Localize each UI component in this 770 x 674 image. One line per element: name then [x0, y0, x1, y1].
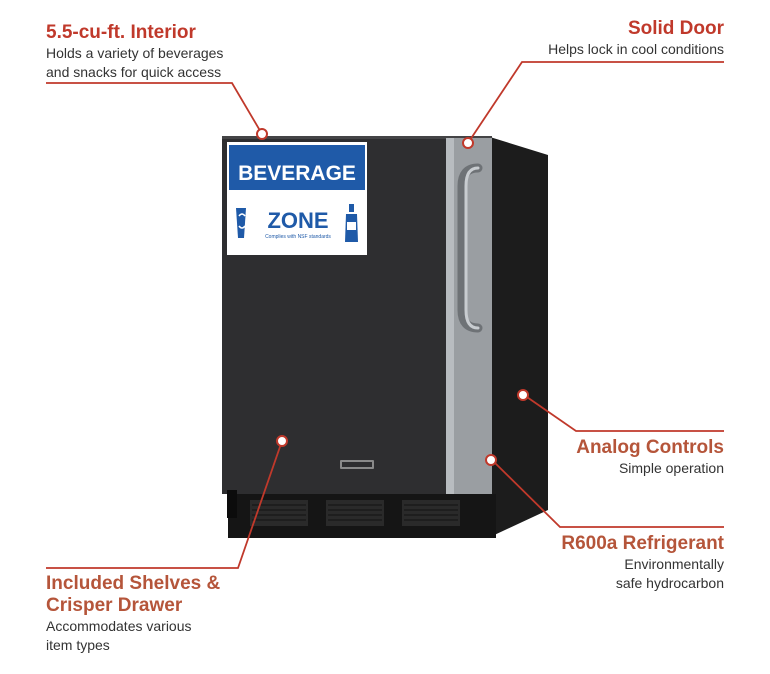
recycle-cup-icon [236, 208, 246, 238]
bottle-icon [345, 204, 358, 242]
callout-interior-subtitle-1: Holds a variety of beverages [46, 45, 224, 61]
callout-markers [256, 128, 529, 466]
grille-slats [252, 504, 458, 521]
leader-controls [523, 394, 724, 432]
marker-refrigerant [485, 454, 497, 466]
fridge-side-panel [490, 137, 548, 537]
handle-bar-shine [464, 166, 480, 330]
callout-shelves-subtitle-1: Accommodates various [46, 618, 192, 634]
callout-door-title: Solid Door [627, 18, 724, 39]
badge-fine-print: Complies with NSF standards [265, 234, 331, 240]
door-top-edge [222, 136, 492, 139]
marker-interior [256, 128, 268, 140]
badge-zone: ZONE [267, 208, 328, 233]
callout-interior: 5.5-cu-ft. Interior Holds a variety of b… [46, 22, 276, 82]
callout-shelves-title-1: Included Shelves & [46, 573, 221, 594]
beverage-zone-badge: BEVERAGE ZONE Complies with NSF standard… [227, 142, 367, 255]
callout-shelves-subtitle-2: item types [46, 637, 110, 653]
ventilation-grille [250, 500, 460, 526]
callout-controls-title: Analog Controls [576, 437, 724, 458]
marker-door [462, 137, 474, 149]
callout-door: Solid Door Helps lock in cool conditions [484, 18, 724, 59]
leader-interior [46, 82, 263, 135]
callout-controls: Analog Controls Simple operation [484, 437, 724, 478]
leader-shelves [46, 440, 283, 569]
callout-controls-subtitle: Simple operation [618, 460, 724, 476]
leader-door [467, 61, 724, 144]
callout-shelves-title-2: Crisper Drawer [46, 595, 183, 616]
callout-interior-title: 5.5-cu-ft. Interior [46, 22, 196, 43]
callout-refrigerant-title: R600a Refrigerant [561, 533, 724, 554]
marker-controls [517, 389, 529, 401]
callout-refrigerant: R600a Refrigerant Environmentally safe h… [484, 533, 724, 593]
callout-refrigerant-subtitle-1: Environmentally [624, 556, 724, 572]
callout-shelves: Included Shelves & Crisper Drawer Accomm… [46, 573, 276, 655]
marker-shelves [276, 435, 288, 447]
callout-refrigerant-subtitle-2: safe hydrocarbon [615, 575, 724, 591]
badge-title: BEVERAGE [238, 162, 356, 185]
handle-panel-highlight [446, 138, 454, 494]
lock-detail [227, 490, 237, 518]
callout-door-subtitle: Helps lock in cool conditions [548, 41, 724, 57]
leader-lines [46, 61, 724, 569]
callout-interior-subtitle-2: and snacks for quick access [46, 64, 222, 80]
leader-refrigerant [491, 459, 724, 528]
brand-logo-inner [342, 462, 372, 467]
